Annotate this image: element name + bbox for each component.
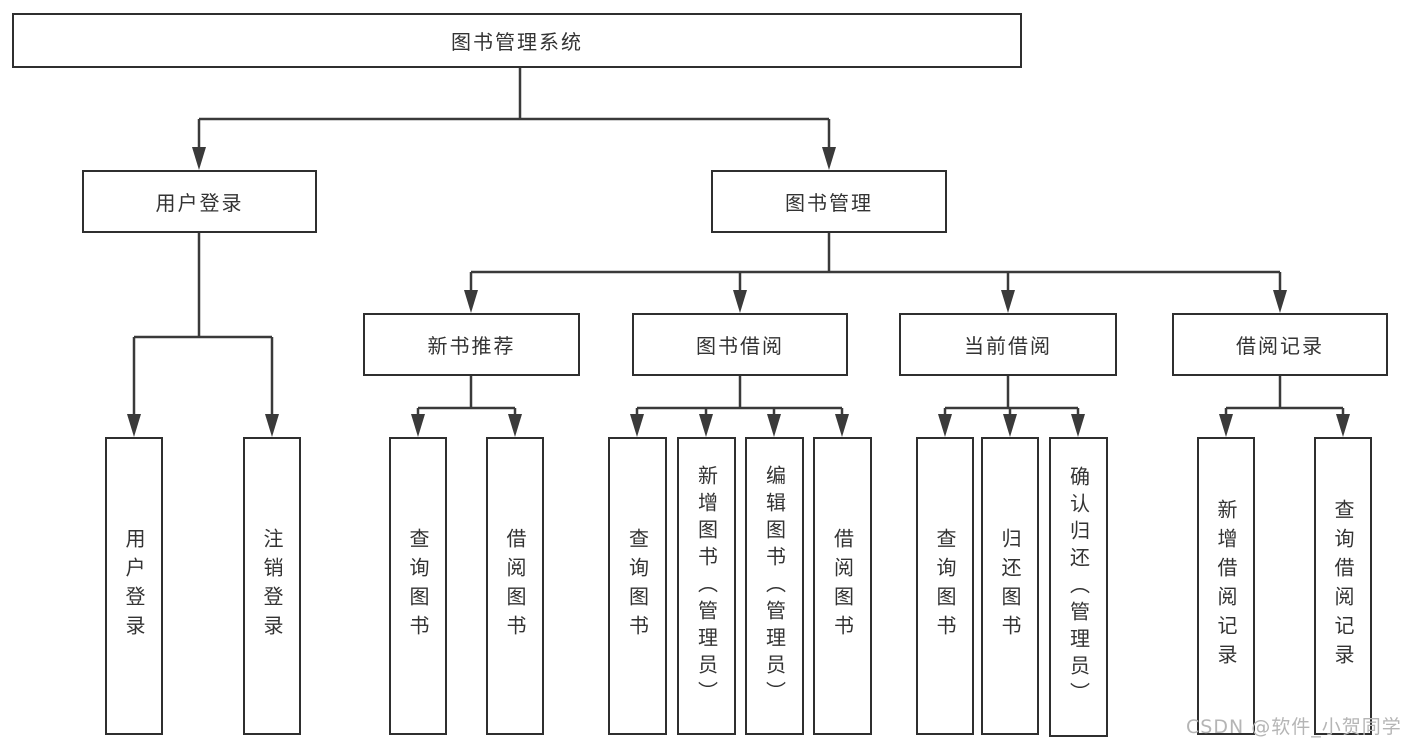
- arrowhead-down: [508, 414, 522, 437]
- node-label: 查询图书: [406, 528, 430, 644]
- arrowhead-down: [1273, 290, 1287, 313]
- arrowhead-down: [192, 147, 206, 170]
- leaf-query-borrow-record: 查询借阅记录: [1314, 437, 1372, 735]
- node-label: 用户登录: [122, 528, 146, 644]
- node-user-login: 用户登录: [82, 170, 317, 233]
- arrowhead-down: [938, 414, 952, 437]
- node-label: 查询借阅记录: [1331, 499, 1355, 673]
- node-new-book-recommend: 新书推荐: [363, 313, 580, 376]
- node-label: 查询图书: [625, 528, 650, 644]
- leaf-return-book: 归还图书: [981, 437, 1039, 735]
- arrowhead-down: [699, 414, 713, 437]
- node-book-borrow: 图书借阅: [632, 313, 848, 376]
- leaf-edit-book-admin: 编辑图书（管理员）: [745, 437, 804, 735]
- leaf-logout: 注销登录: [243, 437, 301, 735]
- node-book-management: 图书管理: [711, 170, 947, 233]
- arrowhead-down: [464, 290, 478, 313]
- node-label: 注销登录: [260, 528, 284, 644]
- leaf-query-book-borrow: 查询图书: [608, 437, 667, 735]
- leaf-query-book-recommend: 查询图书: [389, 437, 447, 735]
- arrowhead-down: [835, 414, 849, 437]
- node-library-management-system: 图书管理系统: [12, 13, 1022, 68]
- arrowhead-down: [1071, 414, 1085, 437]
- node-label: 归还图书: [998, 528, 1022, 644]
- arrowhead-down: [630, 414, 644, 437]
- node-label: 借阅图书: [830, 528, 855, 644]
- node-label: 图书管理系统: [451, 30, 583, 54]
- arrowhead-down: [127, 414, 141, 437]
- leaf-query-book-current: 查询图书: [916, 437, 974, 735]
- node-current-borrow: 当前借阅: [899, 313, 1117, 376]
- node-label: 新增图书（管理员）: [694, 464, 719, 708]
- arrowhead-down: [265, 414, 279, 437]
- arrowhead-down: [733, 290, 747, 313]
- node-label: 当前借阅: [964, 334, 1052, 358]
- node-borrow-records: 借阅记录: [1172, 313, 1388, 376]
- node-label: 新书推荐: [427, 334, 516, 358]
- arrowhead-down: [1219, 414, 1233, 437]
- arrowhead-down: [1003, 414, 1017, 437]
- leaf-add-borrow-record: 新增借阅记录: [1197, 437, 1255, 735]
- leaf-borrow-book-recommend: 借阅图书: [486, 437, 544, 735]
- node-label: 用户登录: [155, 191, 244, 215]
- csdn-watermark: CSDN @软件_小贺同学: [1186, 716, 1402, 738]
- leaf-user-login: 用户登录: [105, 437, 163, 735]
- arrowhead-down: [1336, 414, 1350, 437]
- arrowhead-down: [767, 414, 781, 437]
- node-label: 确认归还（管理员）: [1066, 465, 1091, 709]
- leaf-borrow-book: 借阅图书: [813, 437, 872, 735]
- node-label: 图书管理: [785, 191, 873, 215]
- arrowhead-down: [1001, 290, 1015, 313]
- node-label: 借阅记录: [1236, 334, 1324, 358]
- leaf-confirm-return-admin: 确认归还（管理员）: [1049, 437, 1108, 737]
- node-label: 查询图书: [933, 528, 957, 644]
- node-label: 图书借阅: [696, 334, 784, 358]
- node-label: 编辑图书（管理员）: [762, 464, 787, 708]
- leaf-add-book-admin: 新增图书（管理员）: [677, 437, 736, 735]
- arrowhead-down: [822, 147, 836, 170]
- arrowhead-down: [411, 414, 425, 437]
- node-label: 新增借阅记录: [1214, 499, 1238, 673]
- node-label: 借阅图书: [503, 528, 527, 644]
